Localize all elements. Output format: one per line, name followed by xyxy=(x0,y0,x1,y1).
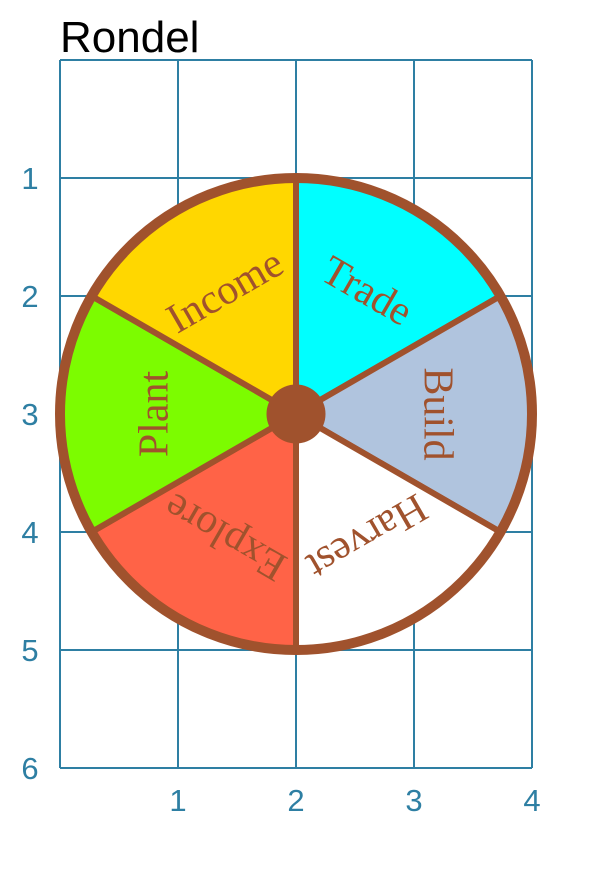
y-tick-label: 5 xyxy=(21,633,38,668)
diagram-title: Rondel xyxy=(60,13,200,62)
x-tick-label: 1 xyxy=(169,783,186,818)
y-tick-label: 2 xyxy=(21,279,38,314)
y-tick-label: 6 xyxy=(21,751,38,786)
rondel-rim xyxy=(55,173,537,655)
rondel-hub xyxy=(266,384,326,444)
x-tick-label: 3 xyxy=(405,783,422,818)
rondel-label-plant: Plant xyxy=(131,371,177,458)
rondel-wheel xyxy=(55,173,537,655)
x-tick-label: 2 xyxy=(287,783,304,818)
y-tick-label: 1 xyxy=(21,161,38,196)
y-tick-label: 3 xyxy=(21,397,38,432)
x-tick-label: 4 xyxy=(523,783,540,818)
rondel-label-build: Build xyxy=(415,367,461,460)
y-tick-label: 4 xyxy=(21,515,38,550)
